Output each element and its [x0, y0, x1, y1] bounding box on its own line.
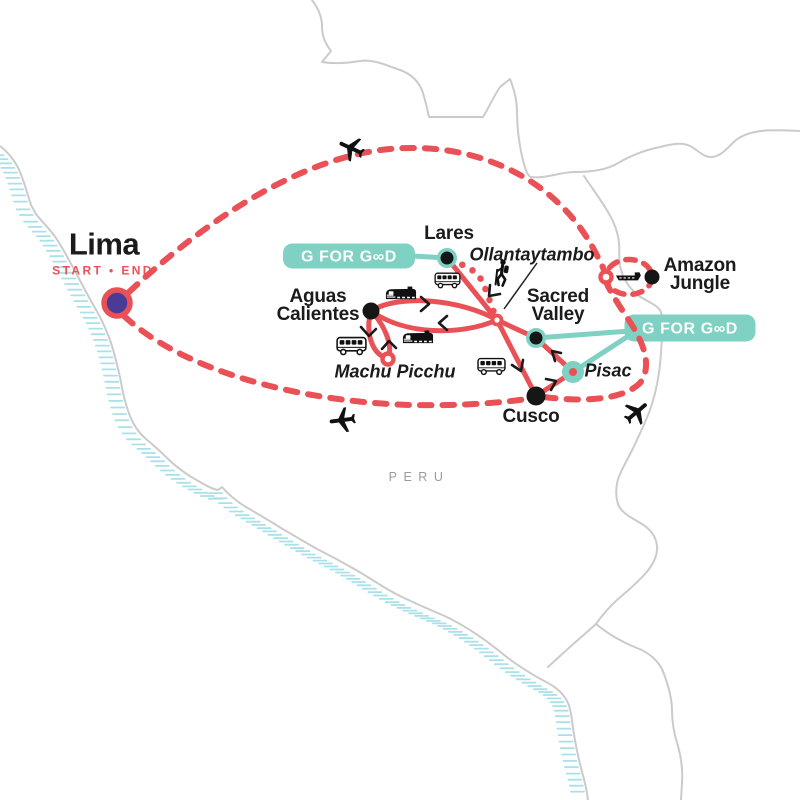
- route-train-lower: [368, 308, 500, 334]
- arrow-pisac-to-sacred-valley: [550, 349, 563, 363]
- trek-lares-dotted-trail: [447, 258, 499, 319]
- arrow-machu-picchu-down: [359, 325, 378, 338]
- marker-sacred-valley[interactable]: [526, 328, 546, 348]
- pacific-coastline: [0, 145, 589, 800]
- bus-icon-cusco: [477, 357, 506, 376]
- label-amazon-jungle: Amazon Jungle: [663, 255, 737, 294]
- ollantaytambo-pointer-line: [503, 262, 538, 310]
- connector-badge2-pisac: [570, 332, 633, 375]
- route-junction-cusco: [494, 317, 539, 399]
- marker-amazon-jungle[interactable]: [644, 269, 660, 285]
- label-aguas-calientes: Aguas Calientes: [276, 286, 360, 325]
- bus-icon-lares: [434, 272, 461, 289]
- connector-badge2-sacred-valley: [533, 328, 633, 341]
- g-for-good-badge-sacred-valley[interactable]: G FOR G∞D: [624, 314, 756, 342]
- label-sacred-valley: Sacred Valley: [526, 286, 590, 325]
- flight-cusco-amazon-segment: [541, 281, 650, 403]
- arrow-train-east: [419, 295, 431, 313]
- marker-aguas-calientes[interactable]: [362, 302, 380, 320]
- direction-arrows: [359, 283, 563, 392]
- place-markers: [101, 248, 660, 406]
- marker-ollantaytambo-junction[interactable]: [490, 313, 504, 327]
- country-border-southwest: [547, 623, 597, 668]
- country-border-southeast: [595, 623, 684, 800]
- arrow-to-cusco: [510, 358, 525, 373]
- flight-lima-north-arc: [126, 145, 607, 295]
- flight-lima-south-arc: [121, 313, 535, 409]
- marker-pisac[interactable]: [562, 361, 584, 383]
- g-for-good-badge-sacred-valley-label: G FOR G∞D: [642, 321, 738, 338]
- label-machu-picchu: Machu Picchu: [334, 361, 456, 382]
- marker-lima[interactable]: [101, 287, 133, 319]
- route-train-upper: [368, 298, 500, 323]
- airplane-icon-southwest: [328, 406, 357, 434]
- train-icon-lower: [402, 330, 434, 344]
- road-rail-routes: [366, 255, 576, 399]
- label-region-peru: PERU: [388, 470, 450, 485]
- marker-amazon-west[interactable]: [598, 269, 614, 285]
- arrow-train-west: [437, 314, 449, 332]
- label-ollantaytambo: Ollantaytambo: [469, 244, 595, 265]
- train-icon-upper: [385, 286, 417, 300]
- label-lima: Lima: [68, 226, 140, 262]
- label-pisac: Pisac: [584, 360, 632, 381]
- coast-hatching: [0, 154, 585, 793]
- g-for-good-badge-lares-label: G FOR G∞D: [301, 249, 397, 266]
- label-lares: Lares: [424, 223, 474, 245]
- marker-cusco[interactable]: [526, 386, 546, 406]
- country-border-north: [311, 0, 800, 179]
- route-lares-junction: [444, 255, 500, 323]
- label-lima-start-end: START • END: [52, 263, 154, 278]
- arrow-cusco-to-pisac: [544, 377, 558, 392]
- g-for-good-badge-lares[interactable]: G FOR G∞D: [283, 243, 415, 269]
- arrow-machu-picchu-up: [380, 339, 398, 351]
- label-cusco: Cusco: [502, 406, 560, 428]
- country-border-east: [583, 175, 664, 625]
- arrow-lares-trek: [487, 283, 502, 298]
- marker-machu-picchu[interactable]: [380, 351, 396, 367]
- boat-icon-amazon: [615, 271, 642, 281]
- marker-lares[interactable]: [437, 248, 457, 268]
- bus-icon-machu-picchu: [336, 336, 367, 356]
